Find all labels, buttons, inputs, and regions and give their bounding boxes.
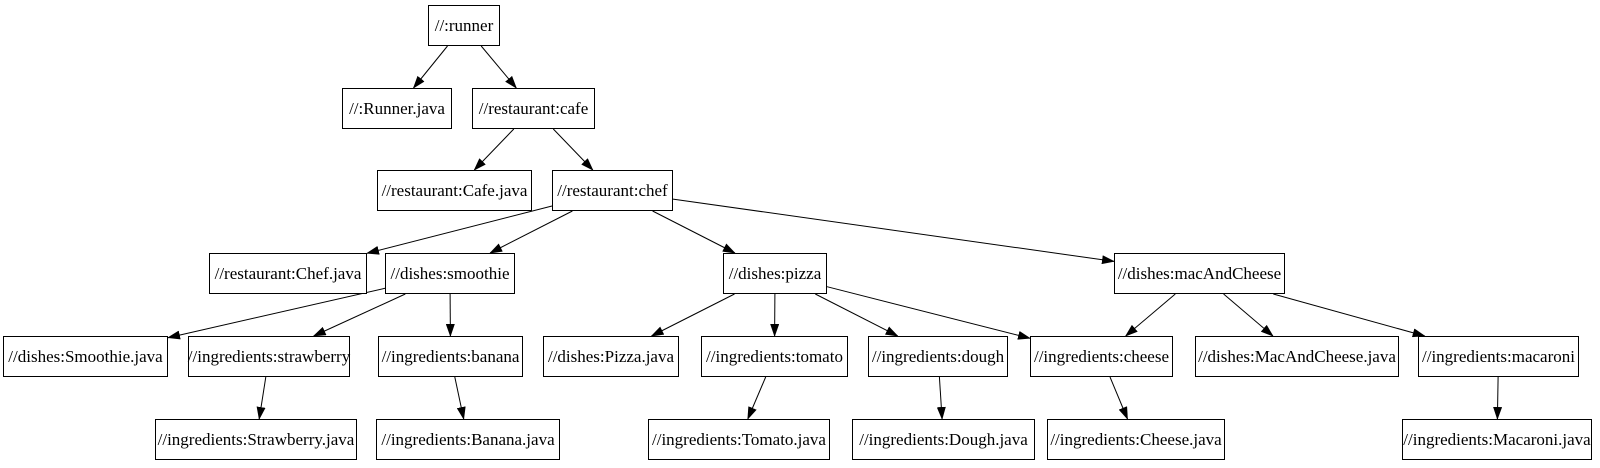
node-pizza: //dishes:pizza xyxy=(723,253,827,294)
edge-dough-to-dough-java xyxy=(936,376,946,420)
edge-runner-to-cafe xyxy=(480,45,517,89)
edge-cheese-to-cheese-java xyxy=(1109,376,1128,420)
node-banana: //ingredients:banana xyxy=(378,336,523,377)
node-dough: //ingredients:dough xyxy=(868,336,1008,377)
edge-macandcheese-to-macandcheese-java xyxy=(1223,293,1274,337)
node-macaroni: //ingredients:macaroni xyxy=(1418,336,1579,377)
edge-cafe-to-chef xyxy=(552,128,594,171)
edge-pizza-to-pizza-java xyxy=(650,293,735,337)
node-macaroni-java: //ingredients:Macaroni.java xyxy=(1402,419,1592,460)
edges-group xyxy=(167,45,1503,420)
node-dough-java: //ingredients:Dough.java xyxy=(852,419,1035,460)
node-strawberry-java: //ingredients:Strawberry.java xyxy=(155,419,357,460)
edge-strawberry-to-strawberry-java xyxy=(256,376,267,420)
edge-pizza-to-dough xyxy=(815,293,899,337)
node-pizza-java: //dishes:Pizza.java xyxy=(543,336,679,377)
node-cafe: //restaurant:cafe xyxy=(472,88,595,129)
edge-pizza-to-cheese xyxy=(826,286,1031,340)
edge-chef-to-chef-java xyxy=(366,205,553,255)
node-runner-java: //:Runner.java xyxy=(342,88,452,129)
node-cheese: //ingredients:cheese xyxy=(1030,336,1173,377)
edge-macandcheese-to-macaroni xyxy=(1273,293,1426,338)
edge-banana-to-banana-java xyxy=(454,376,466,420)
edge-smoothie-to-strawberry xyxy=(312,293,406,337)
node-runner: //:runner xyxy=(428,5,500,46)
node-tomato: //ingredients:tomato xyxy=(701,336,848,377)
node-cafe-java: //restaurant:Cafe.java xyxy=(377,170,532,211)
node-chef: //restaurant:chef xyxy=(552,170,673,211)
edge-tomato-to-tomato-java xyxy=(747,376,767,420)
node-strawberry: //ingredients:strawberry xyxy=(188,336,350,377)
node-banana-java: //ingredients:Banana.java xyxy=(376,419,560,460)
edge-macaroni-to-macaroni-java xyxy=(1493,376,1503,420)
edge-macandcheese-to-cheese xyxy=(1124,293,1176,337)
edge-smoothie-to-smoothie-java xyxy=(167,287,386,340)
node-smoothie-java: //dishes:Smoothie.java xyxy=(3,336,168,377)
edge-runner-to-runner-java xyxy=(412,45,448,89)
edge-chef-to-pizza xyxy=(652,210,736,254)
node-cheese-java: //ingredients:Cheese.java xyxy=(1047,419,1225,460)
edge-cafe-to-cafe-java xyxy=(473,128,515,171)
node-smoothie: //dishes:smoothie xyxy=(385,253,515,294)
edge-chef-to-smoothie xyxy=(489,210,573,254)
node-macandcheese-java: //dishes:MacAndCheese.java xyxy=(1195,336,1399,377)
node-macandcheese: //dishes:macAndCheese xyxy=(1114,253,1285,294)
edge-chef-to-macandcheese xyxy=(672,198,1115,265)
node-chef-java: //restaurant:Chef.java xyxy=(209,253,367,294)
node-tomato-java: //ingredients:Tomato.java xyxy=(648,419,830,460)
